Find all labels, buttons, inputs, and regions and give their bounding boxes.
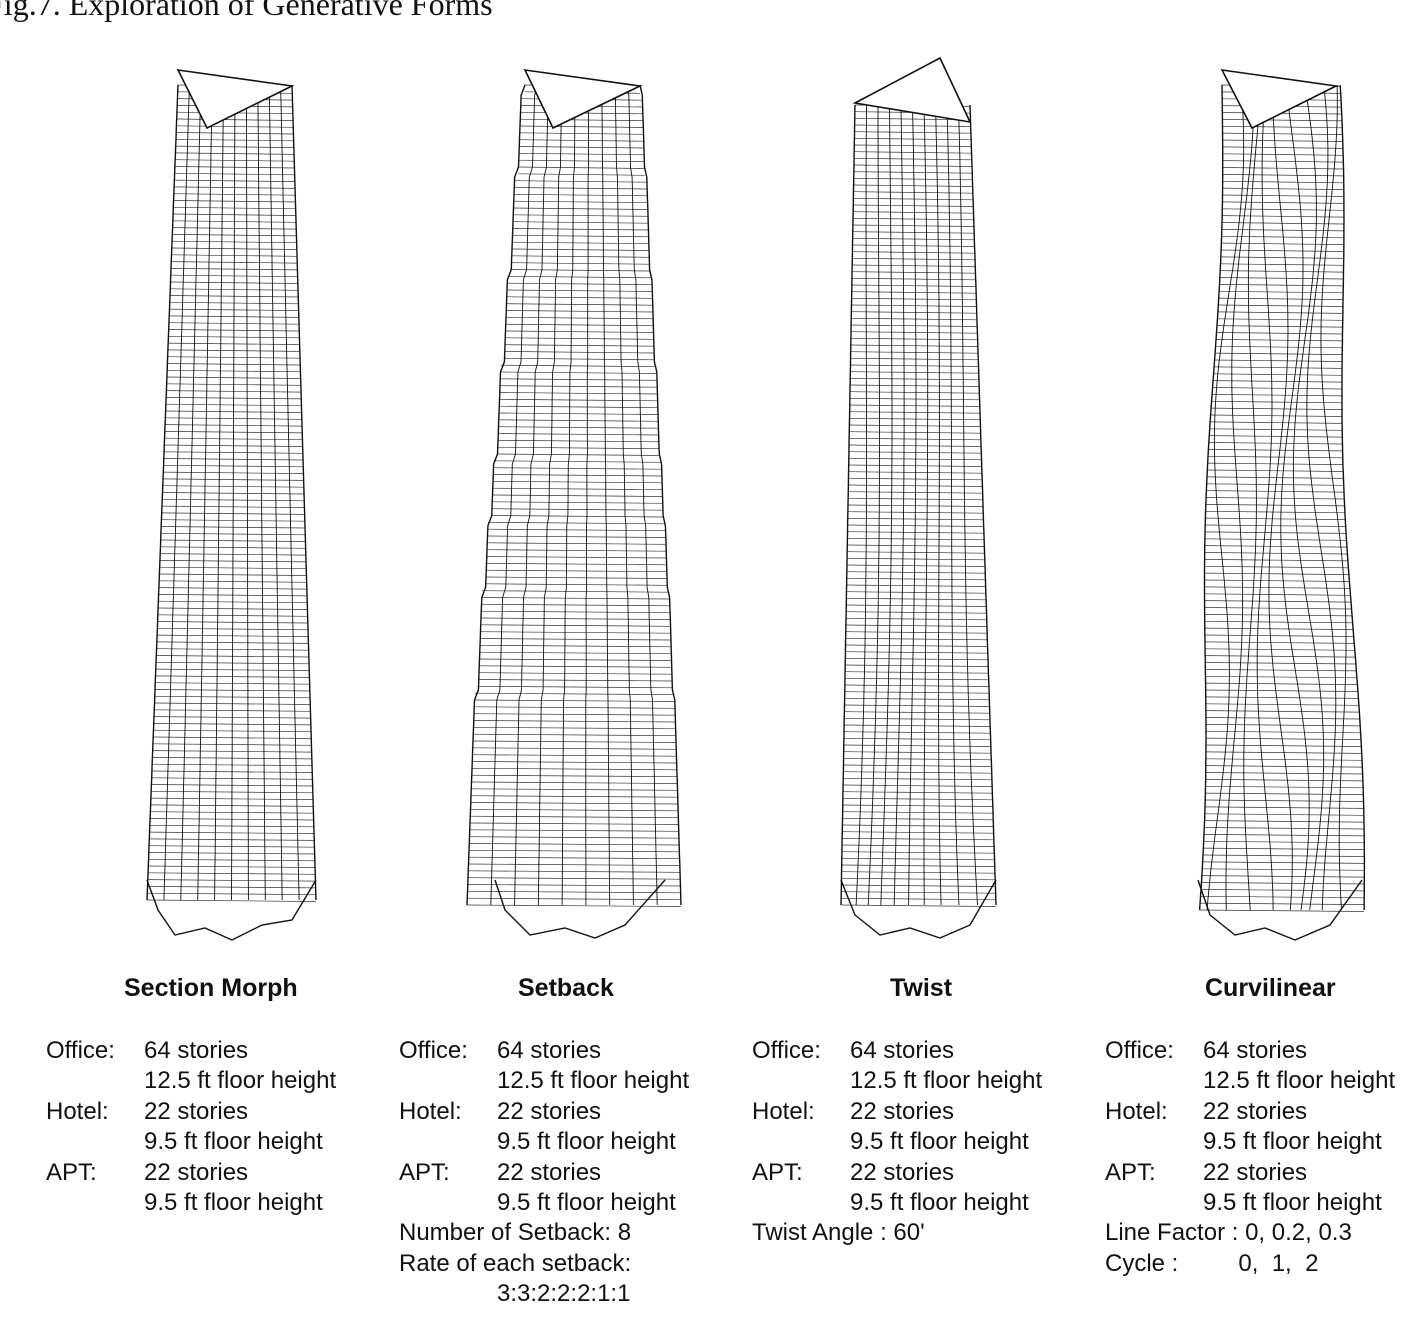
spec-list: Office: 64 stories 12.5 ft floor height H… [399,1036,689,1310]
spec-value: 22 stories [850,1097,955,1125]
setback-rate-label: Rate of each setback: [399,1249,632,1277]
twist-angle: Twist Angle : 60' [752,1219,925,1247]
spec-value: 22 stories [1203,1097,1308,1125]
spec-label: APT: [46,1158,97,1186]
floor-lines [1199,84,1365,912]
tower-twist [840,56,997,939]
panel-title: Section Morph [124,974,298,1002]
spec-list: Office: 64 stories 12.5 ft floor height H… [1105,1036,1395,1279]
figure-title: Fig.7. Exploration of Generative Forms [0,0,493,22]
spec-label: Hotel: [46,1097,109,1125]
spec-value: 22 stories [144,1097,249,1125]
spec-detail: 9.5 ft floor height [1203,1128,1382,1156]
roof-cap [523,69,643,130]
base-outline [840,879,997,939]
spec-label: Hotel: [1105,1097,1168,1125]
right-edge [1339,84,1366,911]
left-edge [466,84,526,906]
spec-label: APT: [1105,1158,1156,1186]
roof-cap [852,56,972,124]
spec-detail: 12.5 ft floor height [1203,1067,1396,1095]
spec-value: 22 stories [144,1158,249,1186]
spec-detail: 12.5 ft floor height [497,1067,690,1095]
mullion-lines [163,84,300,901]
mullion-lines [855,104,978,906]
spec-detail: 9.5 ft floor height [144,1128,323,1156]
tower-section-morph [146,68,317,941]
spec-detail: 9.5 ft floor height [850,1189,1029,1217]
spec-value: 64 stories [497,1037,602,1064]
spec-detail: 12.5 ft floor height [850,1067,1043,1095]
setback-rate-value: 3:3:2:2:2:1:1 [497,1280,631,1308]
right-edge [291,84,317,901]
base-outline [146,879,317,941]
right-edge [969,104,997,906]
left-edge [1198,84,1224,911]
mullion-lines [1206,84,1347,911]
spec-detail: 9.5 ft floor height [497,1128,676,1156]
spec-label: Office: [399,1037,468,1064]
spec-list: Office: 64 stories 12.5 ft floor height H… [752,1036,1042,1249]
left-edge [146,84,179,901]
roof-cap [1220,68,1339,130]
panel-title: Setback [518,974,614,1002]
spec-value: 64 stories [1203,1037,1308,1064]
spec-label: Hotel: [752,1097,815,1125]
tower-drawings [146,56,1366,941]
roof-cap [176,68,295,130]
spec-value: 22 stories [850,1158,955,1186]
spec-label: Office: [46,1037,115,1064]
spec-detail: 9.5 ft floor height [144,1189,323,1217]
spec-detail: 9.5 ft floor height [1203,1189,1382,1217]
spec-label: Office: [1105,1037,1174,1064]
panel-title: Twist [890,974,953,1002]
panel-title: Curvilinear [1205,974,1336,1002]
base-outline [494,879,666,939]
cycle: Cycle : 0, 1, 2 [1105,1249,1319,1277]
spec-label: APT: [752,1158,803,1186]
floor-lines [146,84,317,902]
left-edge [840,104,856,906]
spec-detail: 9.5 ft floor height [497,1189,676,1217]
tower-curvilinear [1197,68,1366,941]
spec-value: 22 stories [1203,1158,1308,1186]
spec-label: APT: [399,1158,450,1186]
spec-value: 22 stories [497,1097,602,1125]
setback-count: Number of Setback: 8 [399,1219,632,1247]
mullion-lines [490,84,658,906]
spec-detail: 12.5 ft floor height [144,1067,337,1095]
spec-value: 22 stories [497,1158,602,1186]
spec-list: Office: 64 stories 12.5 ft floor height H… [46,1036,336,1218]
base-outline [1197,879,1363,941]
spec-detail: 9.5 ft floor height [850,1128,1029,1156]
floor-lines [466,84,682,907]
spec-label: Hotel: [399,1097,462,1125]
floor-lines [840,104,997,907]
tower-setback [466,69,682,939]
spec-value: 64 stories [850,1037,955,1064]
spec-label: Office: [752,1037,821,1064]
right-edge [639,84,682,906]
spec-value: 64 stories [144,1037,249,1064]
line-factor: Line Factor : 0, 0.2, 0.3 [1105,1219,1352,1247]
